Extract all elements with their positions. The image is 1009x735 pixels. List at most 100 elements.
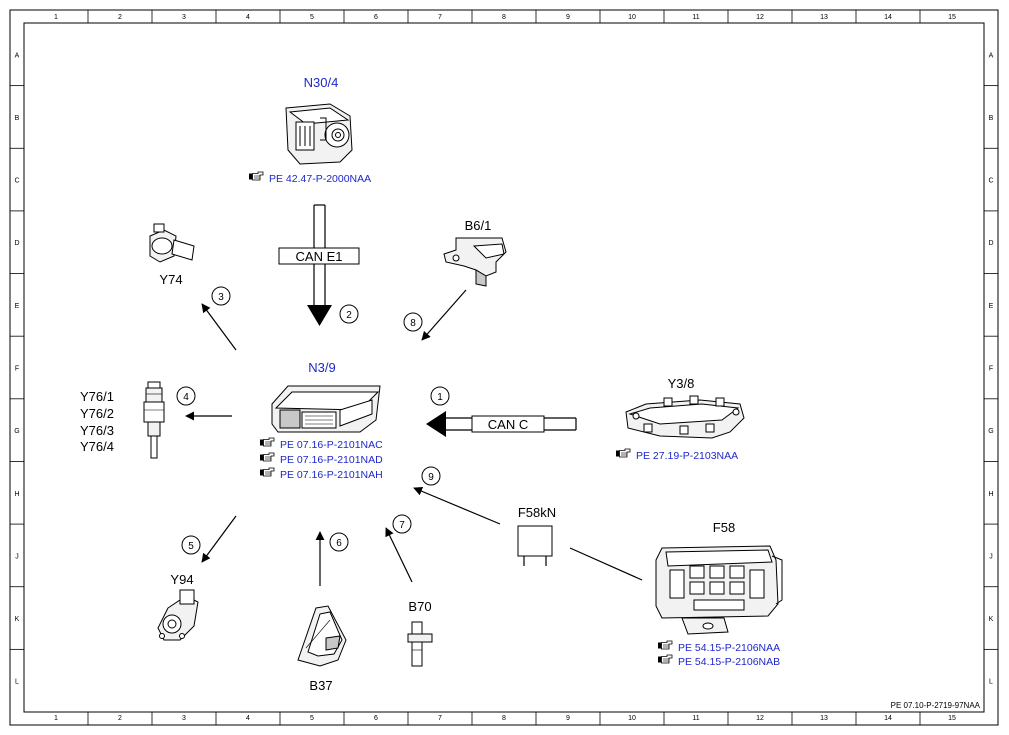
grid-column-label: 6 bbox=[374, 715, 378, 722]
n3-9-ecu-icon bbox=[271, 385, 381, 433]
pointing-hand-icon bbox=[248, 171, 264, 181]
svg-text:1: 1 bbox=[437, 392, 443, 403]
b70-crankshaft-sensor-icon bbox=[407, 621, 433, 667]
signal-arrows bbox=[185, 289, 643, 586]
svg-text:4: 4 bbox=[183, 392, 189, 403]
y94-quantity-valve-icon bbox=[157, 589, 199, 641]
svg-text:PE 42.47-P-2000NAA[interactable]: PE 42.47-P-2000NAA bbox=[269, 173, 371, 185]
grid-column-label: 10 bbox=[628, 14, 636, 21]
pointing-hand-icon bbox=[259, 452, 275, 462]
pointing-hand-icon bbox=[657, 654, 673, 664]
grid-row-label: H bbox=[14, 491, 19, 498]
f58-references: PE 54.15-P-2106NAA PE 54.15-P-2106NAB bbox=[657, 640, 780, 668]
grid-column-label: 10 bbox=[628, 715, 636, 722]
y76-labels: Y76/1 Y76/2 Y76/3 Y76/4 bbox=[80, 389, 114, 454]
drawing-frame bbox=[9, 9, 999, 726]
y74-label: Y74 bbox=[159, 272, 182, 287]
can-c-bus: CAN C bbox=[426, 411, 577, 437]
y74-pressure-valve-icon bbox=[149, 223, 195, 263]
grid-ticks bbox=[10, 10, 998, 725]
arrow-8 bbox=[421, 289, 467, 341]
b70-label: B70 bbox=[408, 599, 431, 614]
signal-callout-7: 7 bbox=[392, 514, 412, 534]
f58kn-relay-icon bbox=[517, 525, 553, 566]
signal-callout-6: 6 bbox=[329, 532, 349, 552]
grid-labels: 1122334455667788991010111112121313141415… bbox=[14, 14, 993, 722]
svg-text:Y76/4: Y76/4 bbox=[80, 439, 114, 454]
svg-text:Y76/3: Y76/3 bbox=[80, 423, 114, 438]
svg-text:PE 27.19-P-2103NAA[interactable]: PE 27.19-P-2103NAA bbox=[636, 450, 738, 462]
grid-column-label: 5 bbox=[310, 715, 314, 722]
grid-column-label: 11 bbox=[692, 715, 699, 722]
signal-callout-5: 5 bbox=[181, 535, 201, 555]
svg-text:PE 54.15-P-2106NAB[interactable]: PE 54.15-P-2106NAB bbox=[678, 656, 780, 668]
svg-text:PE 07.16-P-2101NAC[interactable]: PE 07.16-P-2101NAC bbox=[280, 439, 383, 451]
grid-column-label: 13 bbox=[820, 715, 828, 722]
grid-row-label: E bbox=[15, 303, 20, 310]
arrow-5 bbox=[201, 515, 237, 563]
signal-callout-2: 2 bbox=[339, 304, 359, 324]
grid-column-label: 12 bbox=[756, 715, 764, 722]
can-c-label: CAN C bbox=[488, 417, 528, 432]
y3-8-label: Y3/8 bbox=[668, 376, 695, 391]
grid-column-label: 4 bbox=[246, 14, 250, 21]
svg-text:PE 07.16-P-2101NAD[interactable]: PE 07.16-P-2101NAD bbox=[280, 454, 383, 466]
f58-label: F58 bbox=[713, 520, 735, 535]
signal-callout-1: 1 bbox=[430, 386, 450, 406]
grid-row-label: F bbox=[15, 366, 19, 373]
grid-column-label: 13 bbox=[820, 14, 828, 21]
grid-row-label: L bbox=[15, 679, 19, 686]
b37-label: B37 bbox=[309, 678, 332, 693]
svg-text:6: 6 bbox=[336, 538, 342, 549]
svg-text:Y76/1: Y76/1 bbox=[80, 389, 114, 404]
grid-row-label: D bbox=[14, 240, 19, 247]
grid-row-label: C bbox=[988, 178, 993, 185]
y76-injector-icon bbox=[143, 381, 165, 459]
grid-row-label: D bbox=[988, 240, 993, 247]
grid-column-label: 3 bbox=[182, 14, 186, 21]
grid-column-label: 1 bbox=[54, 715, 58, 722]
grid-column-label: 2 bbox=[118, 715, 122, 722]
svg-text:5: 5 bbox=[188, 541, 194, 552]
grid-column-label: 2 bbox=[118, 14, 122, 21]
f58kn-label: F58kN bbox=[518, 505, 556, 520]
svg-text:Y76/2: Y76/2 bbox=[80, 406, 114, 421]
pointing-hand-icon bbox=[615, 448, 631, 458]
svg-text:7: 7 bbox=[399, 520, 405, 531]
svg-text:8: 8 bbox=[410, 318, 416, 329]
arrow-7 bbox=[385, 527, 413, 583]
signal-callout-8: 8 bbox=[403, 312, 423, 332]
f58kn-f58-link bbox=[569, 547, 643, 581]
grid-row-label: G bbox=[14, 428, 19, 435]
n30-4-reference[interactable]: PE 42.47-P-2000NAA bbox=[248, 171, 371, 185]
grid-column-label: 7 bbox=[438, 14, 442, 21]
signal-callouts: 1 2 3 4 5 6 7 8 9 bbox=[176, 286, 450, 555]
signal-callout-4: 4 bbox=[176, 386, 196, 406]
n3-9-references: PE 07.16-P-2101NAC PE 07.16-P-2101NAD PE… bbox=[259, 437, 383, 481]
grid-column-label: 11 bbox=[692, 14, 699, 21]
grid-column-label: 12 bbox=[756, 14, 764, 21]
grid-row-label: L bbox=[989, 679, 993, 686]
n3-9-label: N3/9 bbox=[308, 360, 335, 375]
grid-row-label: A bbox=[989, 52, 994, 59]
signal-callout-3: 3 bbox=[211, 286, 231, 306]
document-id: PE 07.10-P-2719-97NAA bbox=[891, 701, 981, 710]
grid-column-label: 4 bbox=[246, 715, 250, 722]
signal-callout-9: 9 bbox=[421, 466, 441, 486]
grid-column-label: 15 bbox=[948, 14, 956, 21]
b37-accelerator-pedal-icon bbox=[297, 605, 347, 667]
grid-row-label: F bbox=[989, 366, 993, 373]
svg-text:PE 54.15-P-2106NAA[interactable]: PE 54.15-P-2106NAA bbox=[678, 642, 780, 654]
grid-column-label: 9 bbox=[566, 715, 570, 722]
svg-text:PE 07.16-P-2101NAH[interactable]: PE 07.16-P-2101NAH bbox=[280, 469, 383, 481]
n30-4-esp-unit-icon bbox=[285, 103, 353, 165]
grid-row-label: B bbox=[989, 115, 994, 122]
y3-8-control-unit-icon bbox=[625, 395, 745, 439]
grid-row-label: B bbox=[15, 115, 20, 122]
can-e1-label: CAN E1 bbox=[296, 249, 343, 264]
grid-row-label: C bbox=[14, 178, 19, 185]
grid-row-label: J bbox=[15, 553, 19, 560]
arrow-3 bbox=[201, 303, 237, 351]
b6-1-camshaft-sensor-icon bbox=[443, 237, 507, 287]
